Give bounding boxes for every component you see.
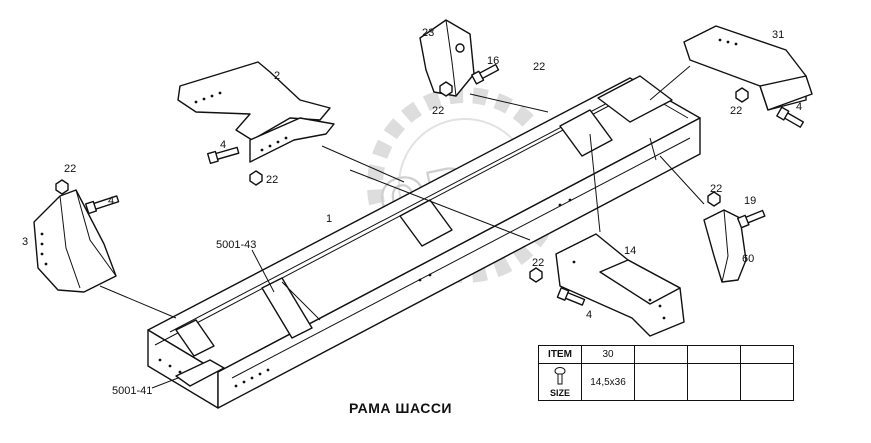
rail-clamp [175, 359, 225, 387]
callout-4-right: 4 [796, 101, 802, 113]
callout-4-mid: 4 [220, 139, 226, 151]
bolt-icon [554, 367, 566, 385]
chassis-frame [147, 75, 701, 409]
bolt-4-bottom [556, 287, 586, 306]
size-value: 14,5x36 [581, 363, 635, 401]
part-14-bracket [555, 233, 685, 337]
empty-cell [687, 363, 741, 401]
bolt-16 [471, 63, 500, 85]
leader-lines [99, 65, 705, 389]
part-2-bracket [177, 61, 335, 163]
callout-3: 3 [22, 236, 28, 248]
part-23-bracket [419, 19, 475, 97]
callout-22-d: 22 [533, 61, 545, 73]
nut-22-d [735, 87, 749, 103]
part-60-bracket [703, 209, 747, 283]
item-size-table: ITEM 30 SIZE 14,5x36 [538, 345, 794, 401]
nut-22-b [249, 170, 263, 186]
bolt-4-right [776, 106, 805, 128]
empty-cell [687, 345, 741, 364]
bolt-4-left [84, 195, 120, 215]
callout-22-b: 22 [266, 174, 278, 186]
callout-16: 16 [487, 55, 499, 67]
callout-22-f: 22 [710, 183, 722, 195]
nut-22-f [529, 267, 543, 283]
diagram-title: РАМА ШАССИ [349, 400, 452, 416]
part-31-bracket [683, 25, 813, 111]
nut-22-c [439, 81, 453, 97]
callout-60: 60 [742, 253, 754, 265]
callout-5001-43: 5001-43 [216, 239, 256, 251]
size-label: SIZE [549, 388, 570, 398]
part-3-bracket [33, 189, 117, 293]
empty-cell [634, 363, 688, 401]
callout-31: 31 [772, 29, 784, 41]
callout-14: 14 [624, 245, 636, 257]
empty-cell [634, 345, 688, 364]
callout-labels: 2 3 4 4 4 4 14 16 19 1 22 22 22 22 22 22… [22, 27, 802, 397]
callout-22-a: 22 [64, 163, 76, 175]
fasteners [55, 63, 805, 306]
callout-22-c: 22 [432, 105, 444, 117]
callout-5001-41: 5001-41 [112, 385, 152, 397]
nut-22-e [707, 191, 721, 207]
callout-22-g: 22 [532, 257, 544, 269]
bolt-4-mid [206, 146, 240, 165]
item-header: ITEM [538, 345, 582, 364]
item-value: 30 [581, 345, 635, 364]
bolt-19 [736, 209, 766, 229]
callout-23: 23 [422, 27, 434, 39]
callout-4-bottom: 4 [586, 309, 592, 321]
nut-22-a [55, 179, 69, 195]
callout-4-left: 4 [108, 195, 114, 207]
callout-2: 2 [274, 70, 280, 82]
callout-22-e: 22 [730, 105, 742, 117]
callout-19: 19 [744, 195, 756, 207]
empty-cell [740, 363, 794, 401]
callout-1: 1 [326, 213, 332, 225]
size-header: SIZE [538, 363, 582, 401]
empty-cell [740, 345, 794, 364]
